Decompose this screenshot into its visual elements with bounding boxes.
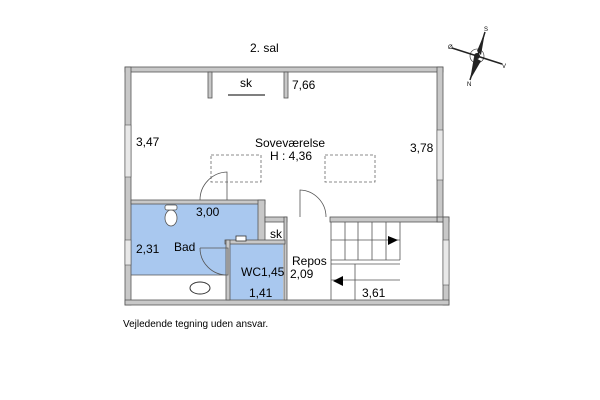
bedroom-dim-right: 3,78 (410, 141, 434, 155)
compass-east: Ø (448, 45, 453, 51)
skylight (324, 154, 376, 183)
wc-dim-right: 1,45 (261, 265, 285, 279)
stair-arrow-icon (388, 236, 398, 245)
faucet-icon (235, 235, 247, 242)
bedroom-name: Soveværelse (255, 136, 325, 150)
toilet-icon (164, 204, 178, 227)
stairs-dim: 3,61 (362, 286, 386, 300)
disclaimer: Vejledende tegning uden ansvar. (123, 319, 268, 330)
compass-rose-icon: S Ø V N (448, 27, 506, 88)
bedroom-dim-top: 7,66 (292, 78, 316, 92)
bath-dim-top: 3,00 (196, 205, 220, 219)
wc-floor (230, 243, 283, 300)
skylight (210, 154, 262, 183)
landing-dim: 2,09 (290, 267, 314, 281)
compass-south: S (484, 27, 488, 33)
bedroom-height: H : 4,36 (270, 149, 312, 163)
basin-icon (189, 281, 211, 295)
closet-small-label: sk (270, 227, 283, 241)
wc-dim-bottom: 1,41 (249, 286, 273, 300)
landing-name: Repos (292, 254, 327, 268)
wc-name: WC (241, 265, 261, 279)
stair-arrow-icon (333, 276, 343, 286)
windows (124, 124, 450, 286)
closet-top-label: sk (240, 76, 253, 90)
bedroom-dim-left: 3,47 (136, 135, 160, 149)
floor-title: 2. sal (250, 41, 279, 55)
bath-name: Bad (174, 240, 195, 254)
staircase (330, 222, 401, 300)
compass-north: N (467, 82, 471, 88)
bath-dim-left: 2,31 (136, 242, 160, 256)
compass-west: V (502, 64, 506, 70)
doors (199, 171, 327, 276)
